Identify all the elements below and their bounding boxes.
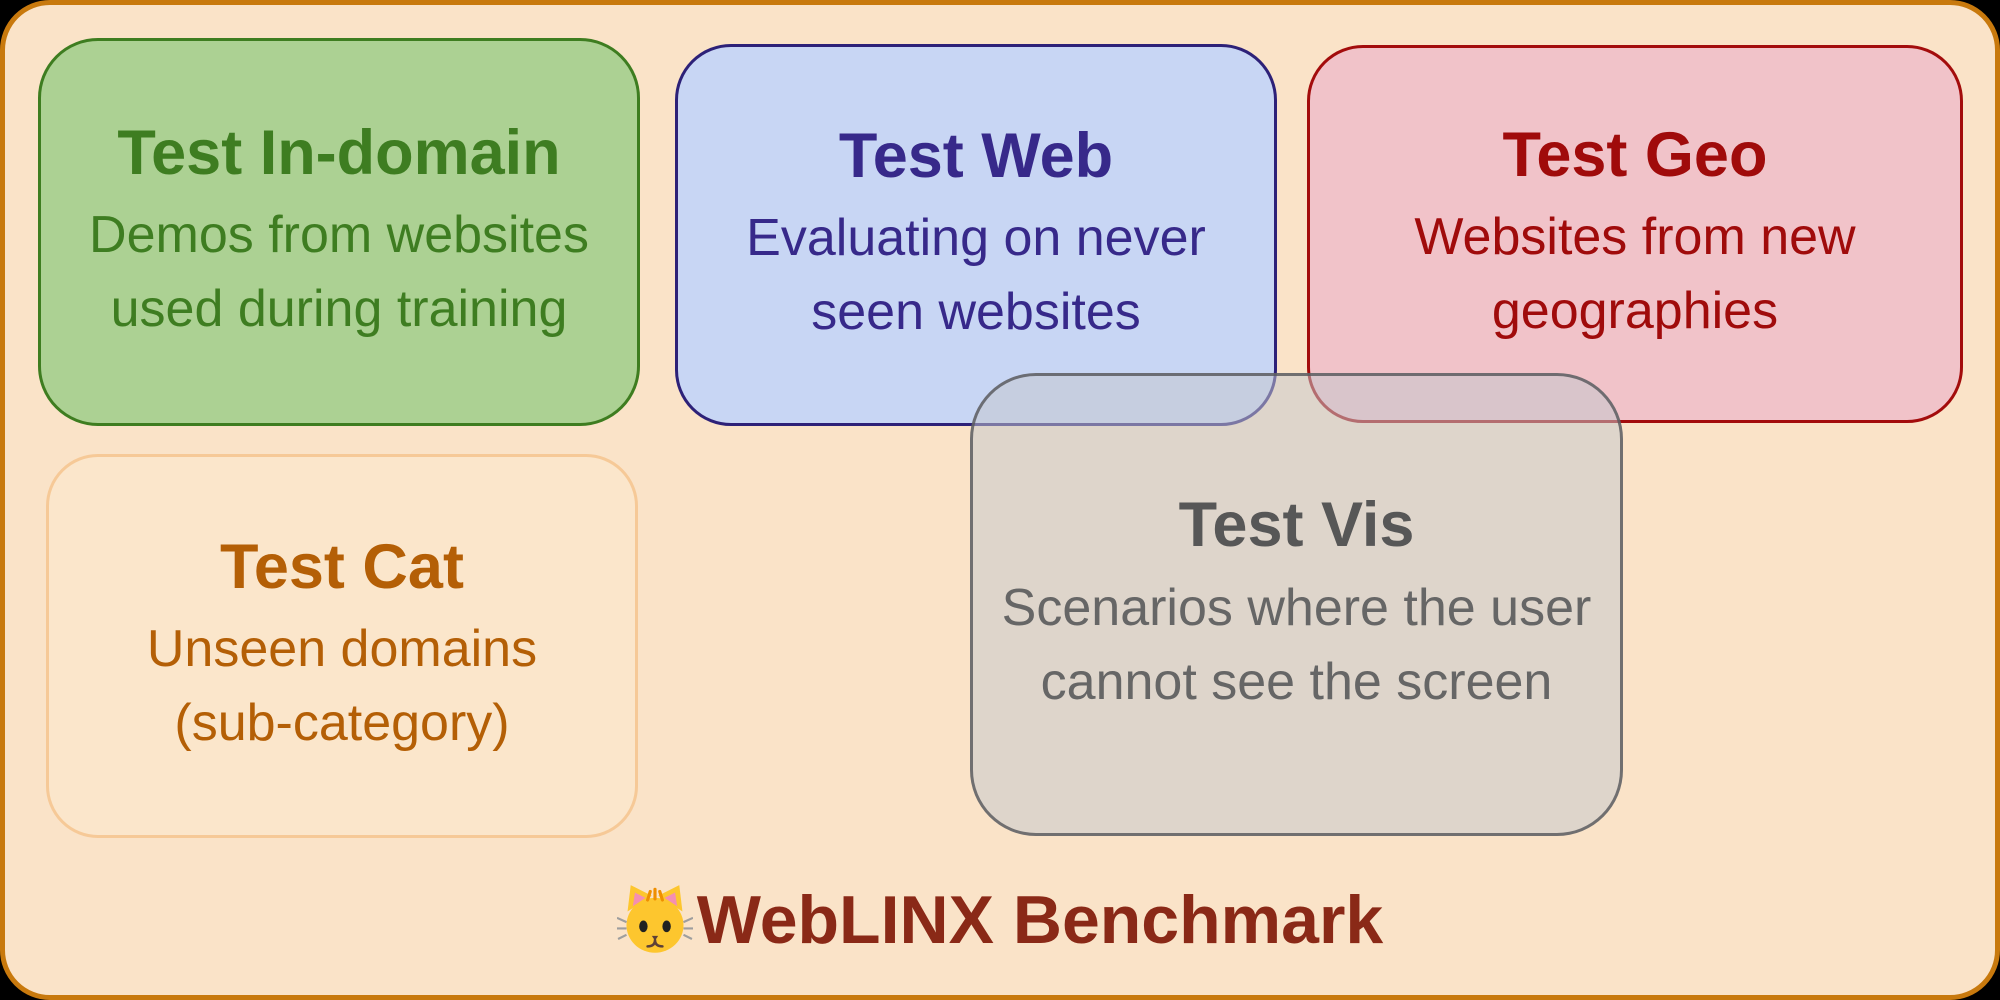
benchmark-caption-text: WebLINX Benchmark	[696, 882, 1384, 958]
test-geo-line-1: Websites from new	[1414, 208, 1856, 267]
test-in-domain-line-1: Demos from websites	[89, 206, 589, 265]
test-web-title: Test Web	[838, 120, 1114, 191]
test-geo-title: Test Geo	[1502, 119, 1768, 190]
test-geo-box: Test Geo Websites from new geographies	[1307, 45, 1963, 423]
cat-face-icon	[616, 885, 693, 953]
test-vis-box: Test Vis Scenarios where the user cannot…	[970, 373, 1623, 836]
test-geo-line-2: geographies	[1491, 282, 1779, 341]
test-vis-line-2: cannot see the screen	[1040, 652, 1553, 711]
test-in-domain-box: Test In-domain Demos from websites used …	[38, 38, 640, 426]
test-cat-line-2: (sub-category)	[174, 694, 510, 753]
test-web-line-1: Evaluating on never	[746, 209, 1206, 268]
test-vis-title: Test Vis	[1178, 490, 1415, 561]
benchmark-caption: WebLINX Benchmark	[0, 878, 2000, 962]
test-cat-title: Test Cat	[220, 531, 464, 602]
test-web-box: Test Web Evaluating on never seen websit…	[675, 44, 1277, 426]
test-cat-line-1: Unseen domains	[146, 620, 538, 679]
test-vis-line-1: Scenarios where the user	[1001, 578, 1592, 637]
test-in-domain-line-2: used during training	[110, 280, 568, 339]
test-in-domain-title: Test In-domain	[117, 117, 561, 188]
test-web-line-2: seen websites	[811, 283, 1141, 342]
test-cat-box: Test Cat Unseen domains (sub-category)	[46, 454, 638, 838]
